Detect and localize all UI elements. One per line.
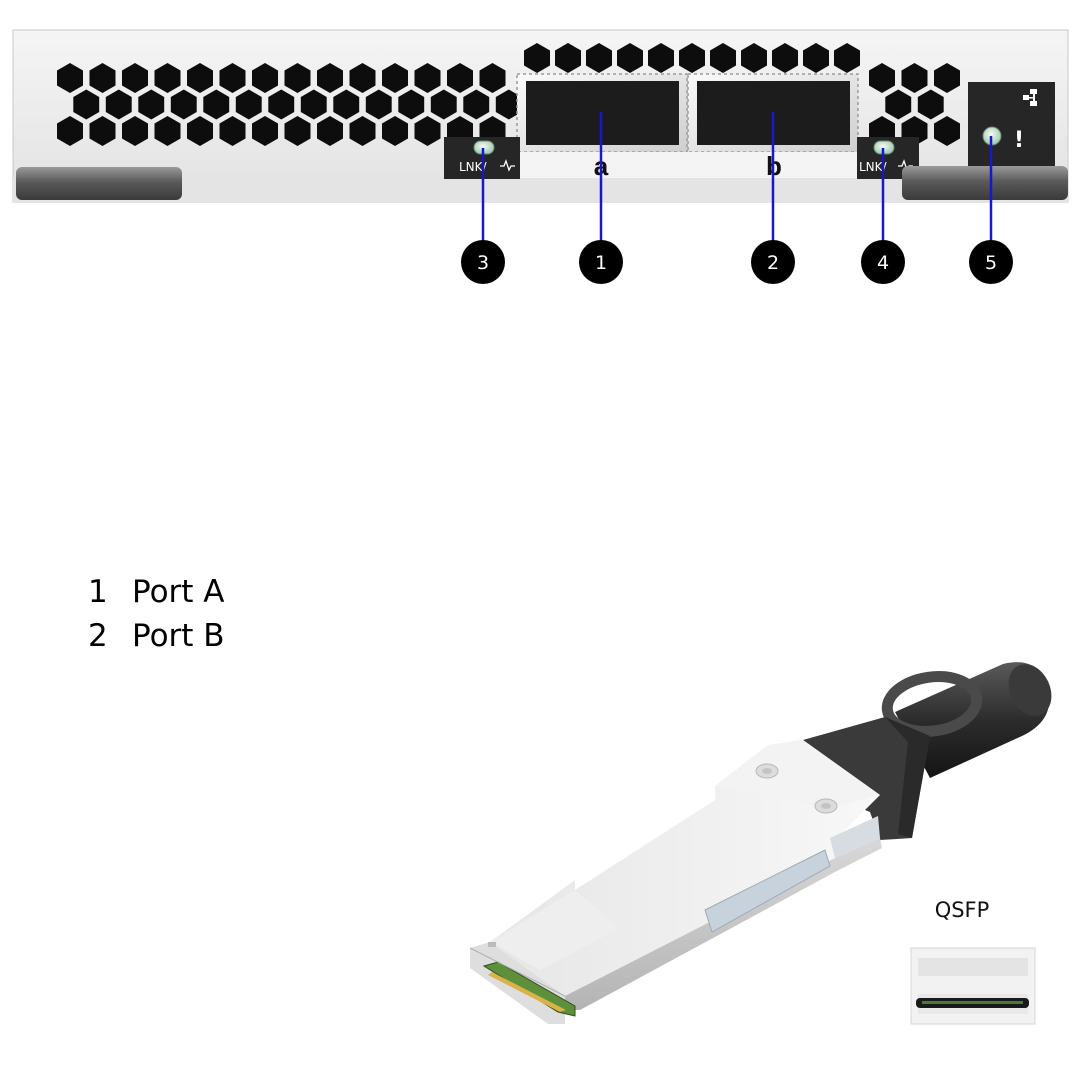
vent-hole [187, 63, 213, 93]
vent-hole [447, 63, 473, 93]
cable-end [1008, 664, 1052, 716]
vent-hole [170, 89, 197, 120]
vent-hole [495, 89, 522, 120]
vent-hole [317, 116, 343, 146]
vent-hole [73, 89, 100, 120]
vent-hole [349, 116, 376, 146]
qsfp-cable-illustration [469, 662, 1052, 1024]
vent-hole [122, 116, 148, 146]
vent-hole [317, 63, 343, 93]
callout-group: 3 1 2 4 5 [461, 112, 1013, 284]
vent-hole [252, 63, 278, 93]
vent-hole [382, 116, 408, 146]
vent-hole [252, 116, 278, 146]
callout-circle [461, 240, 505, 284]
legend: 1 Port A 2 Port B [88, 570, 225, 658]
warning-icon: ! [1014, 128, 1024, 153]
vent-hole [219, 63, 246, 93]
callout-circle [751, 240, 795, 284]
vent-hole [710, 43, 736, 73]
vent-hole [333, 89, 360, 120]
legend-item-port-b: 2 Port B [88, 614, 225, 658]
vent-hole [885, 89, 912, 120]
latch [704, 849, 831, 933]
vent-hole [89, 63, 116, 93]
callout-circle [969, 240, 1013, 284]
network-icon [1023, 89, 1037, 106]
callout-number: 4 [877, 252, 889, 274]
vent-hole [586, 43, 612, 73]
connector-boot [803, 717, 930, 840]
callout-number: 1 [595, 252, 607, 274]
vent-hole [57, 116, 83, 146]
vent-hole [679, 43, 705, 73]
vent-hole [772, 43, 798, 73]
vent-hole [524, 43, 550, 73]
module-panel: a b LNK/ LNK/ ! [12, 29, 1069, 203]
vent-hole [741, 43, 767, 73]
vent-hole [414, 116, 441, 146]
activity-icon [500, 159, 515, 172]
port-a-opening[interactable] [526, 81, 679, 145]
pull-tab-ring [881, 671, 983, 737]
callout-number: 5 [985, 252, 997, 274]
vent-hole [284, 116, 311, 146]
vent-hole [382, 63, 408, 93]
vent-hole [463, 89, 490, 120]
vent-hole [235, 89, 262, 120]
vent-hole [834, 43, 860, 73]
link-led-label-right: LNK/ [859, 160, 888, 174]
port-label-strip [517, 152, 858, 178]
vent-hole [648, 43, 674, 73]
vent-hole [430, 89, 457, 120]
vent-hole [869, 63, 895, 93]
vent-hole [219, 116, 246, 146]
callout-number: 2 [767, 252, 779, 274]
vent-hole [414, 63, 441, 93]
vent-hole [105, 89, 132, 120]
legend-text: Port B [132, 618, 225, 654]
vent-hole [934, 63, 960, 93]
callout-number: 3 [477, 252, 489, 274]
legend-number: 1 [88, 574, 108, 610]
vent-hole [57, 63, 83, 93]
vent-hole [555, 43, 581, 73]
vent-hole [349, 63, 376, 93]
vent-hole [268, 89, 295, 120]
vent-hole [89, 116, 116, 146]
legend-item-port-a: 1 Port A [88, 570, 225, 614]
vent-hole [479, 63, 506, 93]
qsfp-label: QSFP [935, 898, 990, 922]
qsfp-port-face: QSFP [910, 898, 1036, 1025]
vent-hole [398, 89, 425, 120]
callout-circle [579, 240, 623, 284]
vent-hole [934, 116, 960, 146]
left-handle[interactable] [16, 167, 182, 200]
callout-circle [861, 240, 905, 284]
panel-lower-strip [13, 178, 1068, 202]
vent-hole [154, 116, 181, 146]
vent-hole [365, 89, 392, 120]
vent-hole [901, 63, 928, 93]
vent-hole [187, 116, 213, 146]
vent-hole [617, 43, 643, 73]
vent-hole [203, 89, 230, 120]
vent-hole [917, 89, 944, 120]
vent-hole [154, 63, 181, 93]
right-handle[interactable] [902, 166, 1068, 200]
vent-hole [300, 89, 327, 120]
link-led-label-left: LNK/ [459, 160, 488, 174]
legend-text: Port A [132, 574, 225, 610]
legend-number: 2 [88, 618, 108, 654]
vent-hole [138, 89, 165, 120]
vent-hole [284, 63, 311, 93]
vent-hole [122, 63, 148, 93]
status-led-box: ! [968, 82, 1055, 168]
vent-hex-grid [57, 43, 960, 146]
vent-hole [803, 43, 829, 73]
